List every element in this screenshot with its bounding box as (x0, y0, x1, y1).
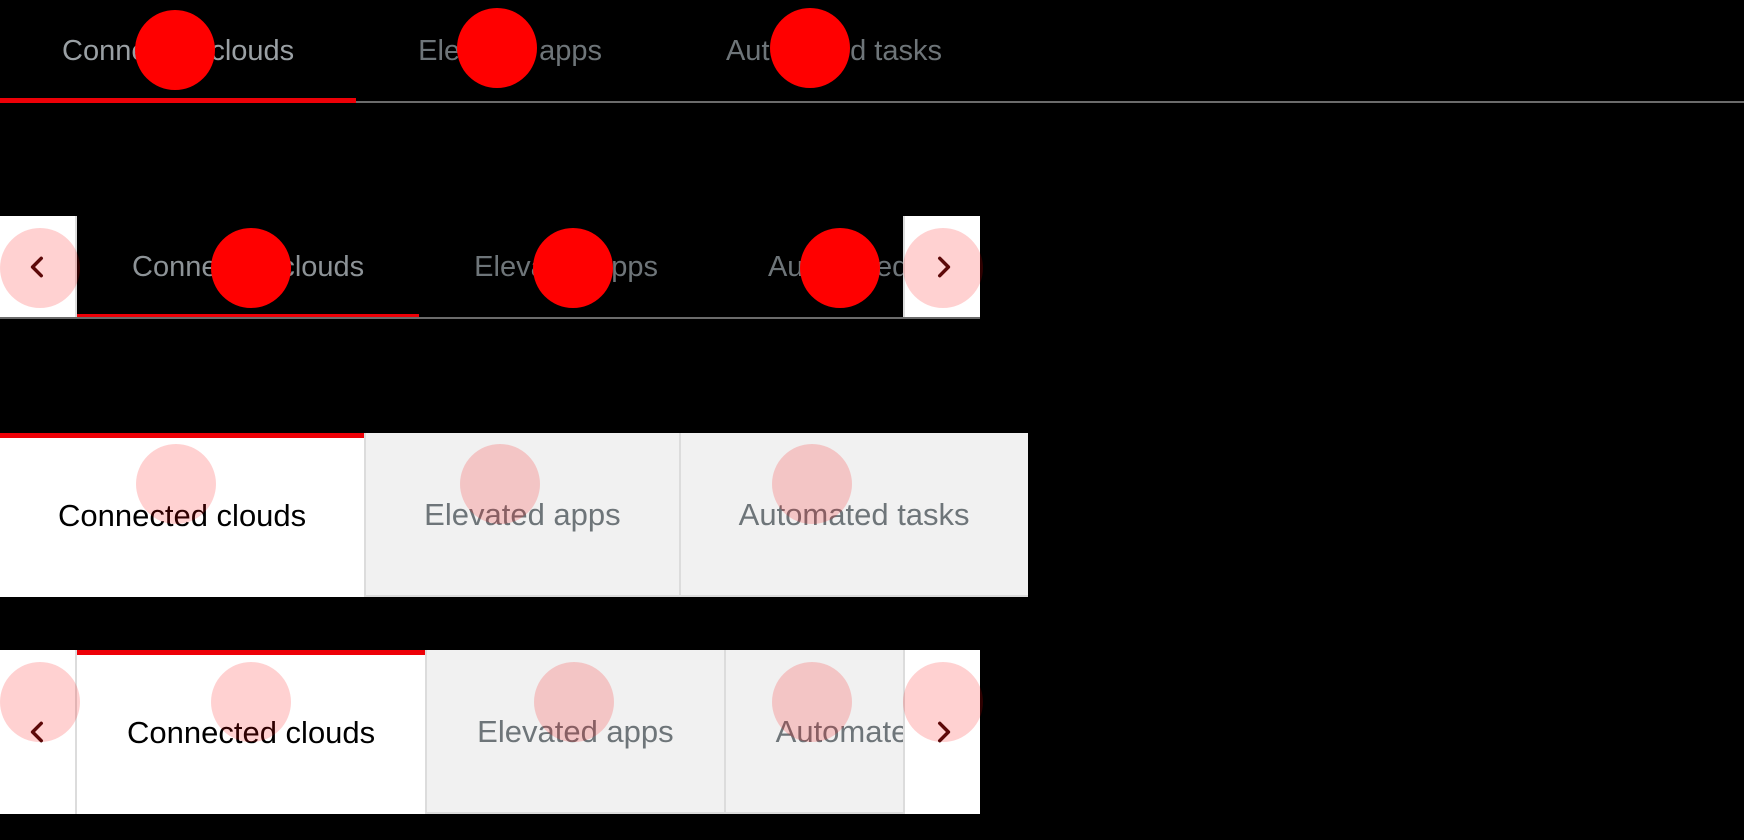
scroll-next-button[interactable] (903, 216, 980, 317)
tab-elevated-apps[interactable]: Elevated apps (366, 433, 681, 597)
tab-label: Connected clouds (58, 497, 307, 533)
chevron-left-icon (25, 719, 51, 745)
tab-label: Elevated apps (474, 251, 658, 283)
tab-label: Automated tasks (775, 713, 903, 749)
chevron-left-icon (25, 254, 51, 280)
tab-connected-clouds[interactable]: Connected clouds (77, 216, 420, 317)
tab-label: Automated tasks (767, 251, 903, 283)
tab-connected-clouds[interactable]: Connected clouds (0, 0, 357, 103)
tab-label: Connected clouds (132, 251, 365, 283)
tab-label: Automated tasks (725, 35, 942, 67)
tab-connected-clouds[interactable]: Connected clouds (77, 650, 428, 814)
tab-automated-tasks[interactable]: Automated tasks (680, 433, 1028, 597)
tab-label: Elevated apps (477, 713, 674, 749)
tabbar-filled: Connected clouds Elevated apps Automated… (0, 433, 1028, 597)
chevron-right-icon (930, 719, 956, 745)
tab-automated-tasks[interactable]: Automated tasks (664, 0, 1004, 103)
scroll-next-button[interactable] (903, 650, 980, 814)
tab-label: Connected clouds (62, 35, 295, 67)
tab-automated-tasks[interactable]: Automated tasks (713, 216, 903, 317)
tab-label: Elevated apps (424, 496, 621, 532)
chevron-right-icon (930, 254, 956, 280)
tab-label: Connected clouds (127, 714, 376, 750)
tab-label: Elevated apps (418, 35, 602, 67)
tabbar-filled-scrollable: Connected clouds Elevated apps Automated… (0, 650, 980, 814)
tabs-viewport: Connected clouds Elevated apps Automated… (77, 216, 903, 317)
tabbar-ghost: Connected clouds Elevated apps Automated… (0, 0, 1744, 103)
scroll-prev-button[interactable] (0, 650, 77, 814)
scroll-prev-button[interactable] (0, 216, 77, 317)
tab-label: Automated tasks (738, 496, 970, 532)
tabs-viewport: Connected clouds Elevated apps Automated… (77, 650, 903, 814)
tab-automated-tasks[interactable]: Automated tasks (725, 650, 903, 814)
tab-elevated-apps[interactable]: Elevated apps (356, 0, 664, 103)
tab-connected-clouds[interactable]: Connected clouds (0, 433, 367, 597)
tabbar-ghost-scrollable: Connected clouds Elevated apps Automated… (0, 216, 980, 319)
tab-elevated-apps[interactable]: Elevated apps (419, 216, 713, 317)
tab-elevated-apps[interactable]: Elevated apps (427, 650, 726, 814)
